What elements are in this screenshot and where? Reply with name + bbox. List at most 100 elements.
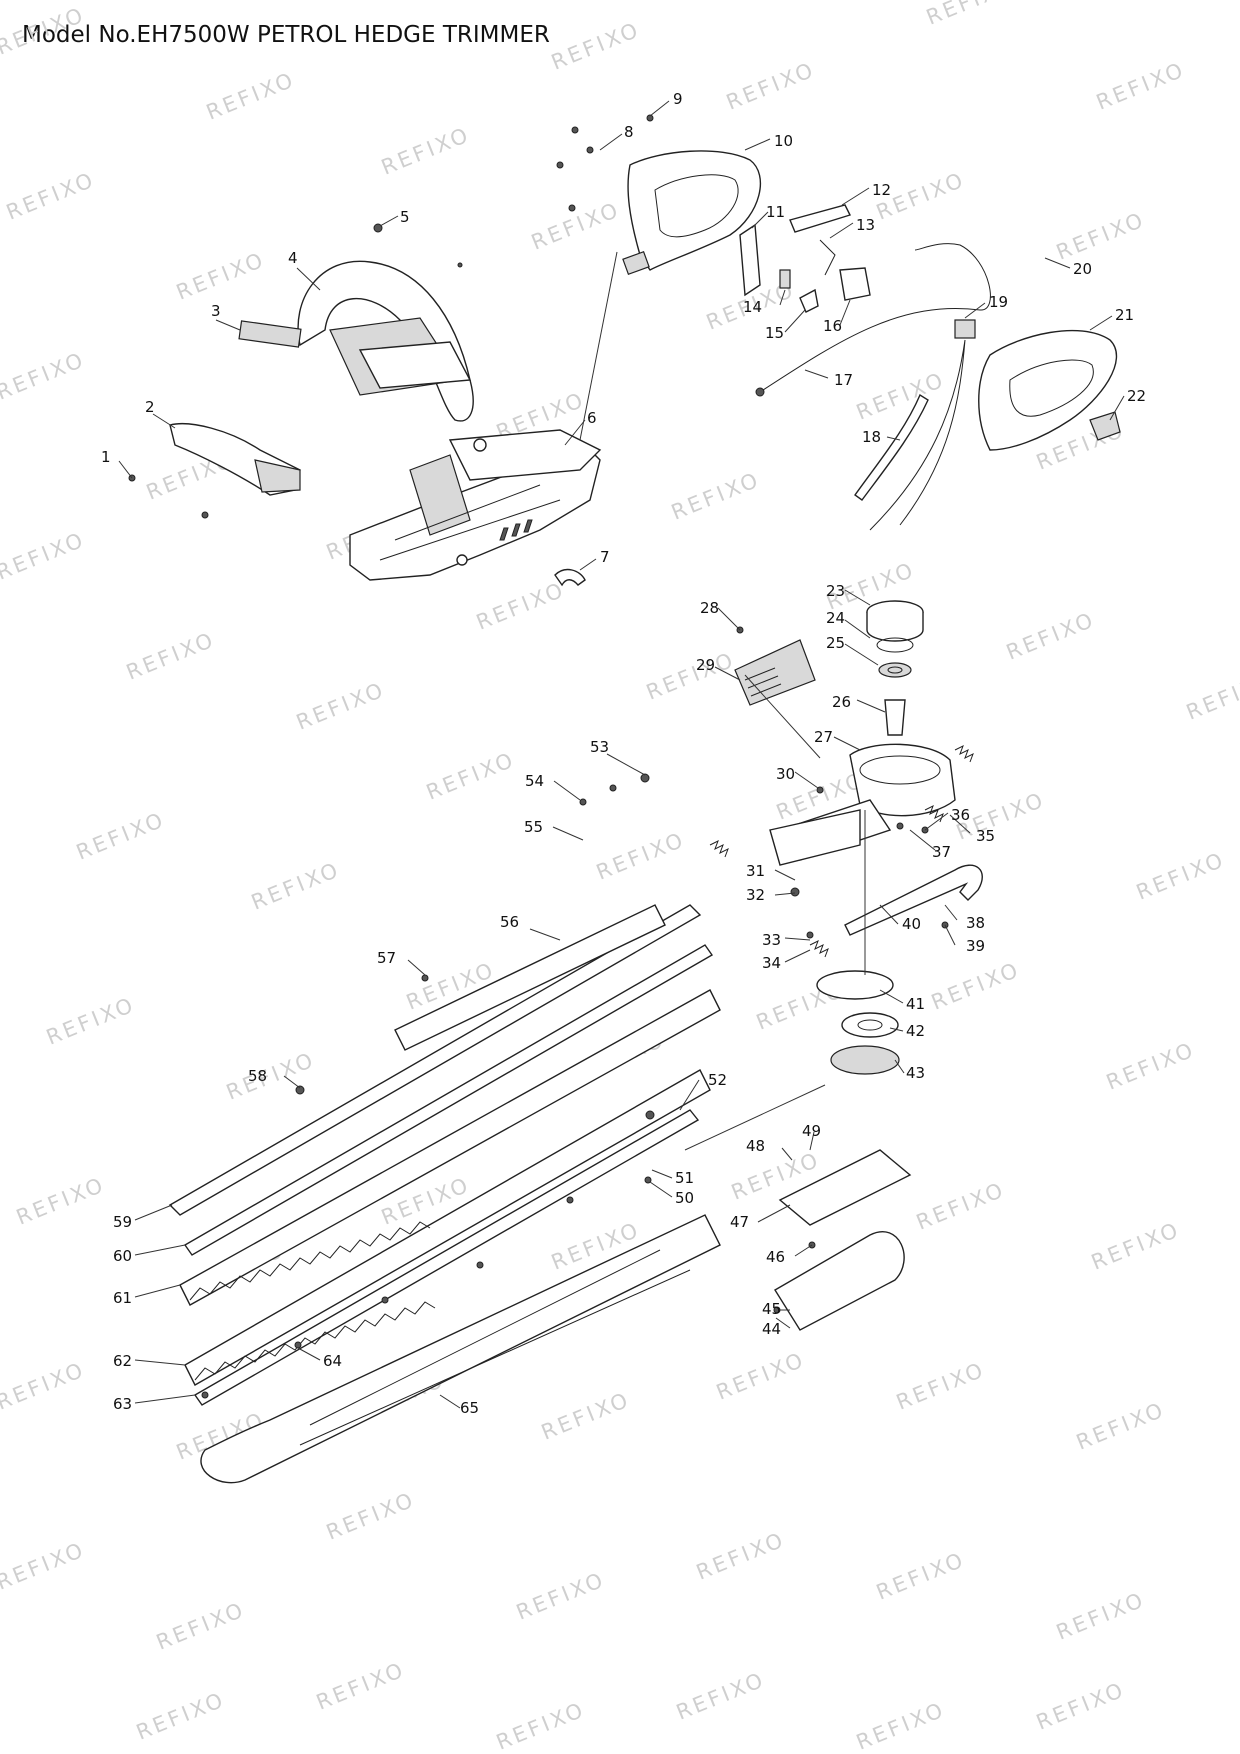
- watermark-text: REFIXO: [0, 1357, 89, 1414]
- watermark-text: REFIXO: [668, 467, 764, 524]
- watermark-text: REFIXO: [133, 1687, 229, 1744]
- watermark-text: REFIXO: [293, 677, 389, 734]
- part-label-9: 9: [673, 90, 683, 108]
- part-illustrations: [128, 114, 1121, 1484]
- watermark-text: REFIXO: [1033, 1677, 1129, 1734]
- part-label-34: 34: [762, 954, 781, 972]
- watermark-text: REFIXO: [513, 1567, 609, 1624]
- part-label-38: 38: [966, 914, 985, 932]
- part-label-59: 59: [113, 1213, 132, 1231]
- part-label-61: 61: [113, 1289, 132, 1307]
- part-label-8: 8: [624, 123, 634, 141]
- part-label-55: 55: [524, 818, 543, 836]
- part-label-22: 22: [1127, 387, 1146, 405]
- watermark-text: REFIXO: [123, 627, 219, 684]
- part-label-2: 2: [145, 398, 155, 416]
- base-frame-illustration: [349, 429, 602, 581]
- part-label-16: 16: [823, 317, 842, 335]
- watermark-text: REFIXO: [0, 347, 89, 404]
- part-label-4: 4: [288, 249, 298, 267]
- part-label-49: 49: [802, 1122, 821, 1140]
- watermark-text: REFIXO: [0, 1537, 89, 1594]
- watermark-text: REFIXO: [13, 1172, 109, 1229]
- part-label-12: 12: [872, 181, 891, 199]
- watermark-text: REFIXO: [713, 1347, 809, 1404]
- watermark-text: REFIXO: [248, 857, 344, 914]
- watermark-text: REFIXO: [913, 1177, 1009, 1234]
- part-label-20: 20: [1073, 260, 1092, 278]
- watermark-text: REFIXO: [923, 0, 1019, 30]
- watermark-text: REFIXO: [528, 197, 624, 254]
- watermark-text: REFIXO: [593, 827, 689, 884]
- watermark-text: REFIXO: [43, 992, 139, 1049]
- watermark-text: REFIXO: [538, 1387, 634, 1444]
- part-label-18: 18: [862, 428, 881, 446]
- screws: [128, 114, 949, 1399]
- watermark-text: REFIXO: [378, 122, 474, 179]
- part-label-51: 51: [675, 1169, 694, 1187]
- watermark-text: REFIXO: [928, 957, 1024, 1014]
- part-label-56: 56: [500, 913, 519, 931]
- part-label-19: 19: [989, 293, 1008, 311]
- watermark-text: REFIXO: [853, 367, 949, 424]
- part-label-35: 35: [976, 827, 995, 845]
- part-label-60: 60: [113, 1247, 132, 1265]
- part-label-17: 17: [834, 371, 853, 389]
- part-label-65: 65: [460, 1399, 479, 1417]
- part-label-36: 36: [951, 806, 970, 824]
- watermark-text: REFIXO: [0, 527, 89, 584]
- watermark-text: REFIXO: [473, 577, 569, 634]
- watermark-text: REFIXO: [1133, 847, 1229, 904]
- part-label-64: 64: [323, 1352, 342, 1370]
- watermark-text: REFIXO: [1093, 57, 1189, 114]
- part-label-41: 41: [906, 995, 925, 1013]
- watermark-text: REFIXO: [1183, 667, 1240, 724]
- part-label-23: 23: [826, 582, 845, 600]
- watermark-text: REFIXO: [1003, 607, 1099, 664]
- leader-lines: [118, 100, 1125, 1409]
- part-label-47: 47: [730, 1213, 749, 1231]
- watermark-text: REFIXO: [723, 57, 819, 114]
- watermark-text: REFIXO: [493, 1697, 589, 1754]
- watermark-text: REFIXO: [1088, 1217, 1184, 1274]
- watermark-text: REFIXO: [73, 807, 169, 864]
- watermark-text: REFIXO: [323, 1487, 419, 1544]
- part-label-45: 45: [762, 1300, 781, 1318]
- part-label-42: 42: [906, 1022, 925, 1040]
- part-label-57: 57: [377, 949, 396, 967]
- part-label-28: 28: [700, 599, 719, 617]
- watermark-text: REFIXO: [548, 17, 644, 74]
- part-label-31: 31: [746, 862, 765, 880]
- part-label-14: 14: [743, 298, 762, 316]
- watermark-text: REFIXO: [313, 1657, 409, 1714]
- watermark-text: REFIXO: [203, 67, 299, 124]
- part-label-3: 3: [211, 302, 221, 320]
- part-label-24: 24: [826, 609, 845, 627]
- watermark-text: REFIXO: [643, 647, 739, 704]
- part-label-50: 50: [675, 1189, 694, 1207]
- watermark-text: REFIXO: [873, 1547, 969, 1604]
- part-label-11: 11: [766, 203, 785, 221]
- watermark-text: REFIXO: [673, 1667, 769, 1724]
- watermark-text: REFIXO: [893, 1357, 989, 1414]
- part-label-13: 13: [856, 216, 875, 234]
- part-label-25: 25: [826, 634, 845, 652]
- part-label-58: 58: [248, 1067, 267, 1085]
- part-label-48: 48: [746, 1137, 765, 1155]
- rear-handle-illustration: [622, 150, 762, 276]
- part-label-54: 54: [525, 772, 544, 790]
- watermark-text: REFIXO: [853, 1697, 949, 1754]
- part-label-15: 15: [765, 324, 784, 342]
- page-title: Model No.EH7500W PETROL HEDGE TRIMMER: [22, 22, 550, 48]
- part-label-37: 37: [932, 843, 951, 861]
- part-label-10: 10: [774, 132, 793, 150]
- watermark-text: REFIXO: [173, 247, 269, 304]
- part-label-7: 7: [600, 548, 610, 566]
- part-label-63: 63: [113, 1395, 132, 1413]
- part-label-1: 1: [101, 448, 111, 466]
- part-label-32: 32: [746, 886, 765, 904]
- part-label-29: 29: [696, 656, 715, 674]
- part-label-27: 27: [814, 728, 833, 746]
